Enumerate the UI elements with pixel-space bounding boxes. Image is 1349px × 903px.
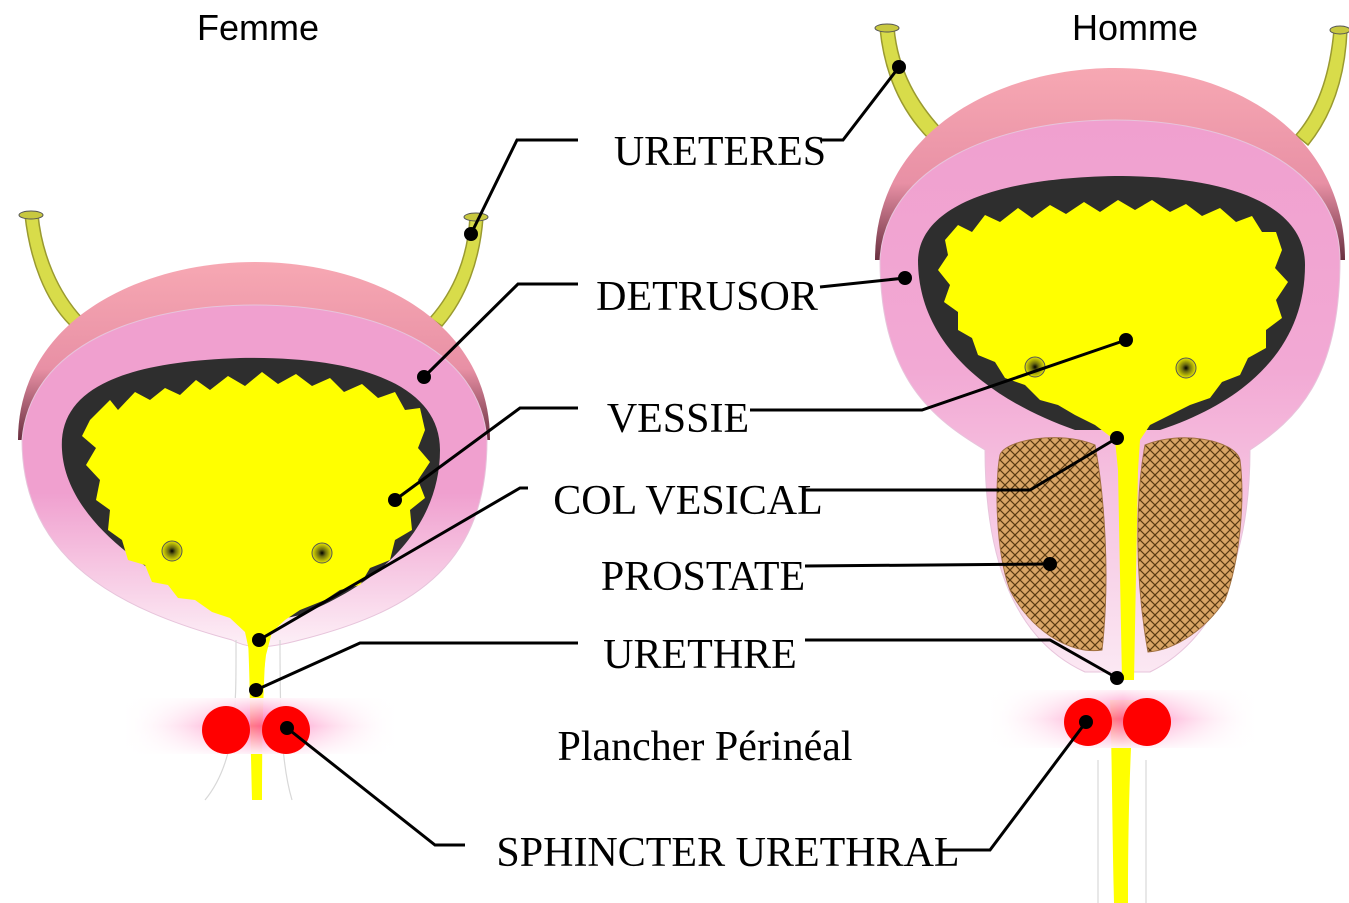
female-bladder (18, 211, 490, 800)
male-right-ureter (1296, 30, 1347, 145)
male-right-ureter-tip (1330, 26, 1349, 34)
male-sphincter-right (1123, 698, 1171, 746)
female-right-ureter-tip (464, 213, 488, 221)
male-left-ureter (880, 28, 942, 140)
male-left-ureter-tip (875, 24, 899, 32)
male-prostate-right (1138, 438, 1242, 652)
female-heading: Femme (197, 7, 319, 48)
label-detrusor: DETRUSOR (596, 274, 818, 320)
female-sphincter-left (202, 706, 250, 754)
male-heading: Homme (1072, 7, 1198, 48)
male-prostate-left (997, 438, 1106, 651)
female-left-orifice (162, 541, 182, 561)
male-bladder (875, 24, 1349, 903)
label-vessie: VESSIE (607, 396, 749, 442)
label-urethre: URETHRE (603, 632, 797, 678)
label-plancher-perineal: Plancher Périnéal (557, 724, 852, 770)
male-right-orifice (1176, 358, 1196, 378)
female-left-ureter-tip (19, 211, 43, 219)
label-ureteres: URETERES (614, 129, 826, 175)
label-sphincter-urethral: SPHINCTER URETHRAL (496, 830, 959, 876)
label-col-vesical: COL VESICAL (553, 478, 823, 524)
label-prostate: PROSTATE (601, 554, 805, 600)
female-left-ureter (25, 215, 82, 325)
female-right-orifice (312, 543, 332, 563)
